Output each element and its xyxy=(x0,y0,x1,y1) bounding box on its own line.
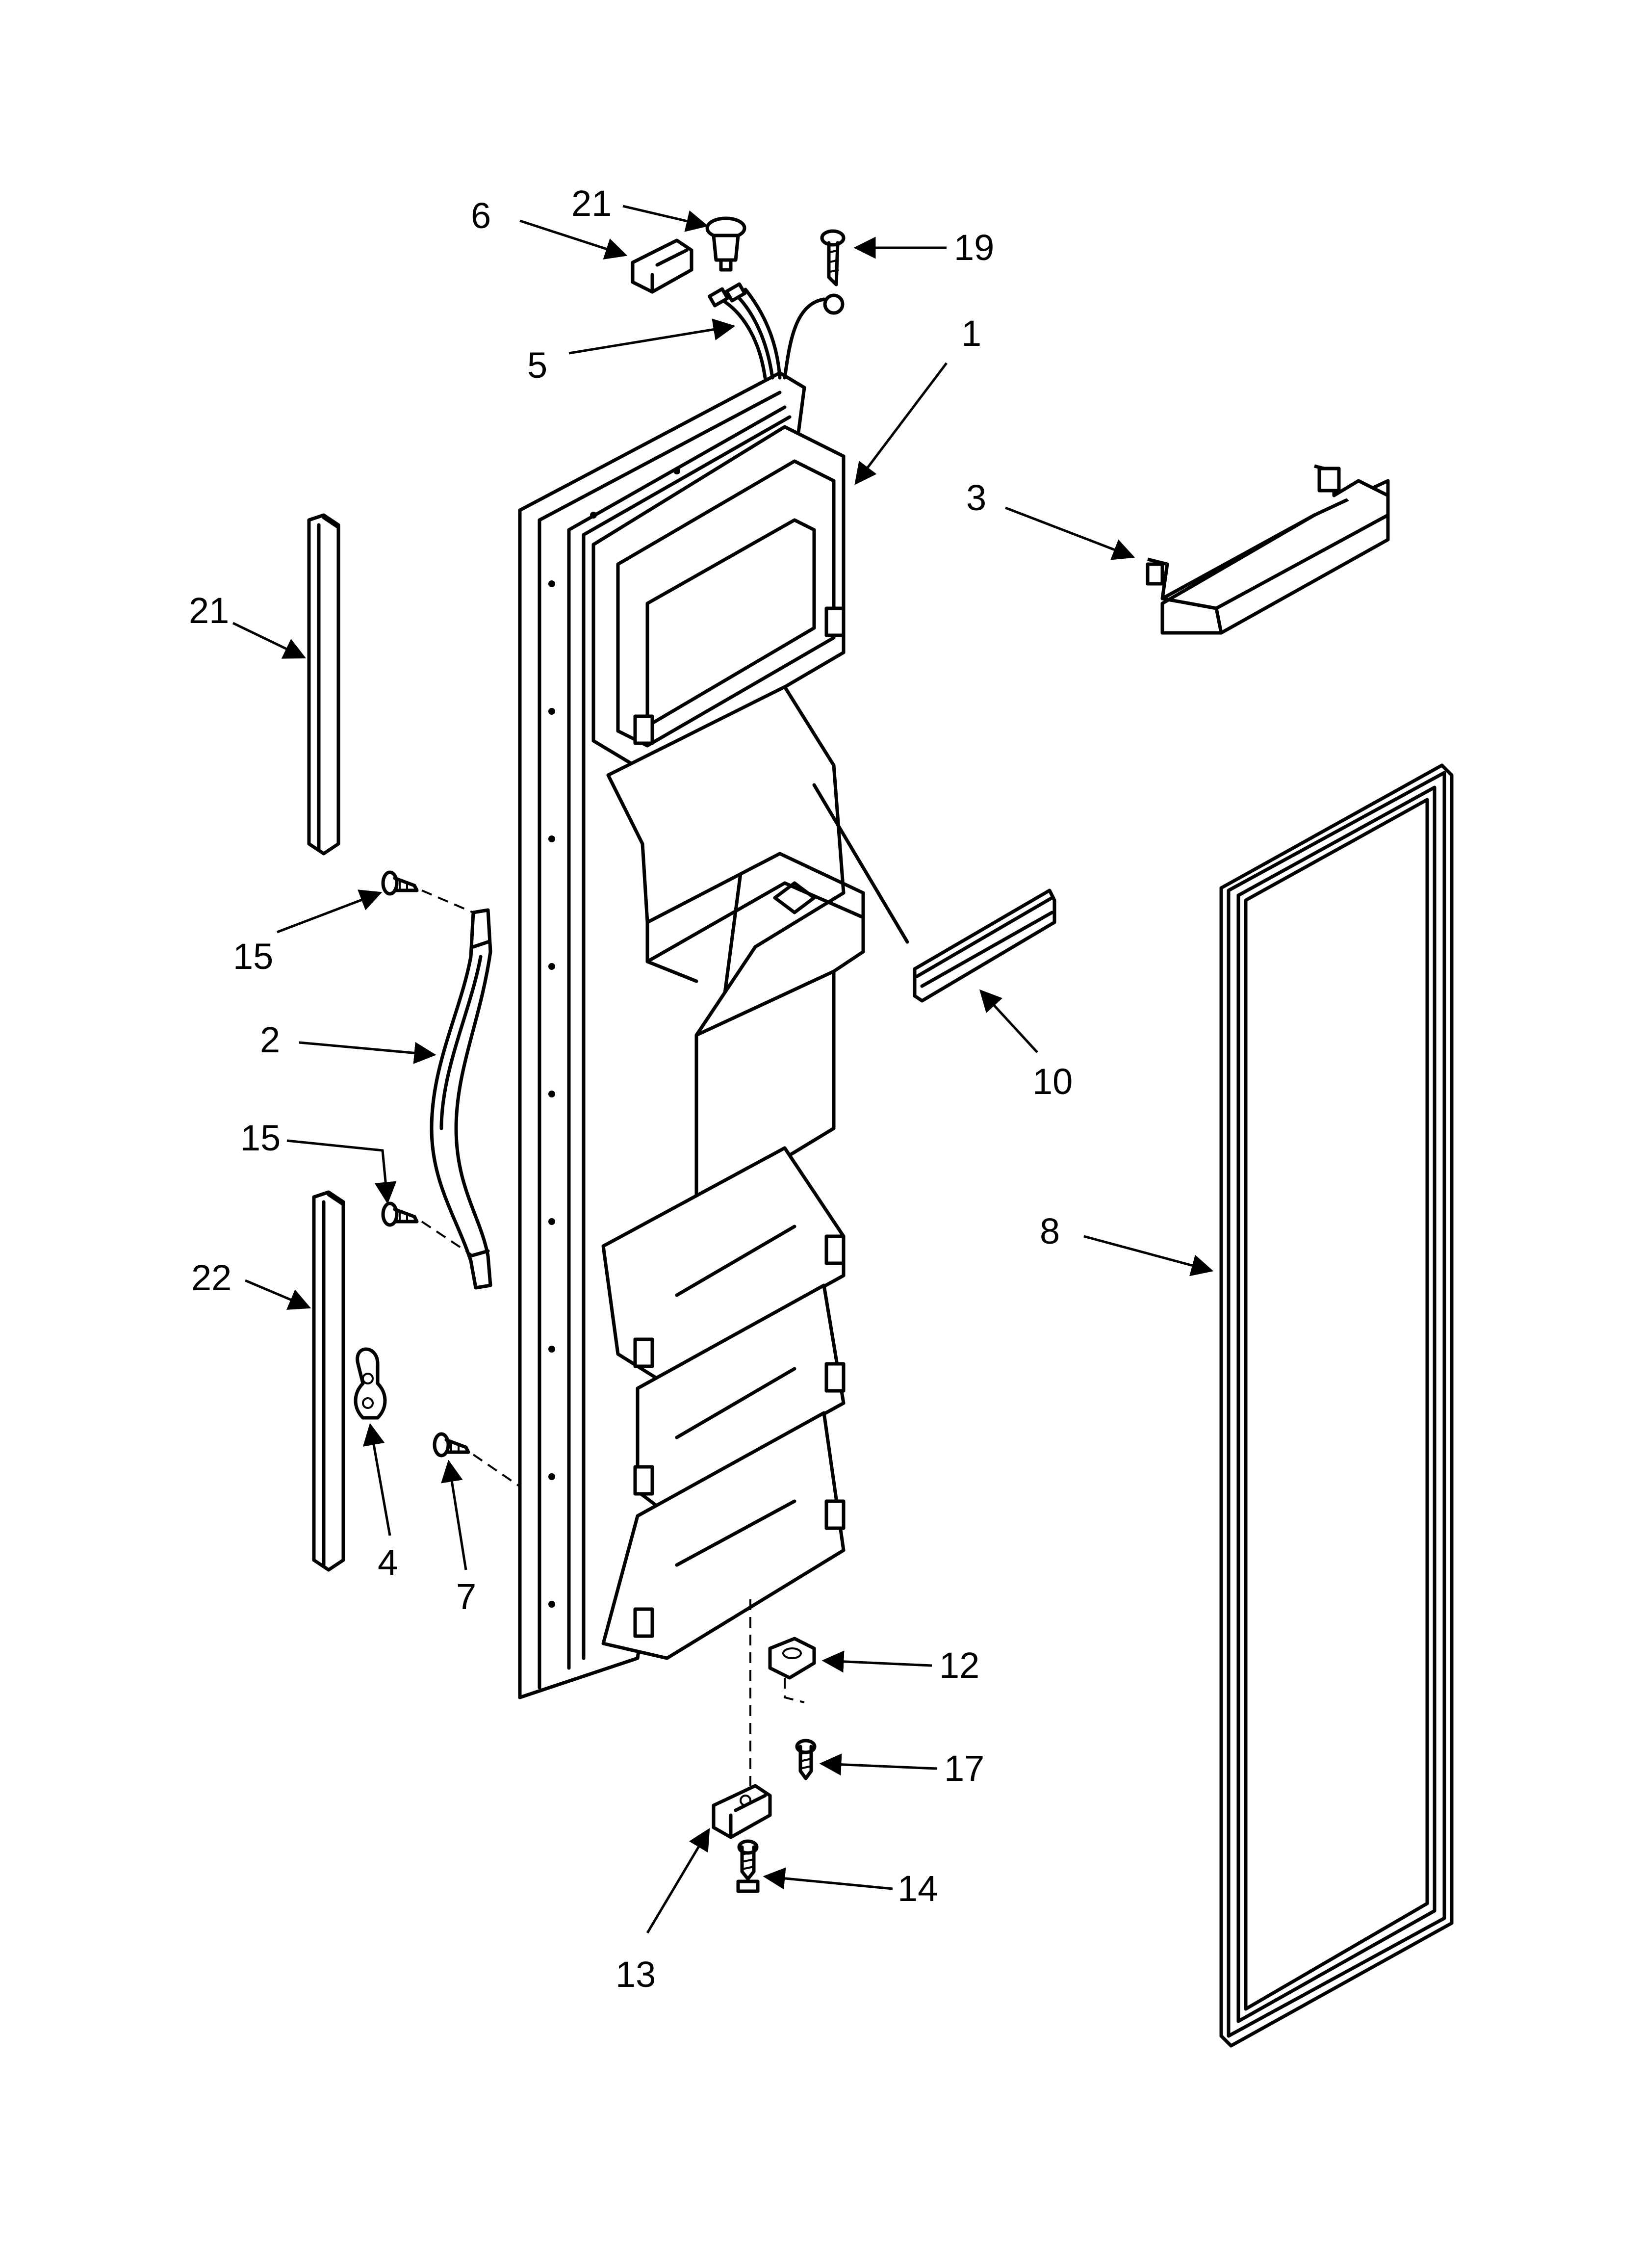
door-bin-1 xyxy=(601,1146,846,1381)
ground-screw xyxy=(820,229,846,287)
door-bin-2 xyxy=(633,1283,846,1508)
callout-labels: 6 21 19 5 1 3 21 15 2 15 22 4 7 10 8 12 … xyxy=(189,183,1073,1995)
callout-7: 7 xyxy=(456,1576,476,1617)
callout-3: 3 xyxy=(966,477,986,518)
trim-strip-upper xyxy=(307,513,340,856)
callout-1: 1 xyxy=(961,313,981,354)
wire-harness xyxy=(708,282,845,380)
callout-10: 10 xyxy=(1032,1061,1073,1102)
leader-1 xyxy=(854,362,948,485)
callout-12: 12 xyxy=(939,1645,979,1686)
leader-5 xyxy=(568,318,736,355)
door-assembly xyxy=(518,371,909,1699)
leader-2 xyxy=(299,1041,436,1064)
hinge-screw xyxy=(736,1839,760,1893)
bushing-screw xyxy=(795,1739,817,1780)
leader-8 xyxy=(1083,1235,1214,1277)
callout-18: 21 xyxy=(571,183,612,224)
handle-screw-upper xyxy=(381,870,474,913)
callout-6: 6 xyxy=(471,195,491,236)
callout-4: 4 xyxy=(378,1542,398,1583)
leader-4 xyxy=(362,1423,391,1536)
leader-6 xyxy=(519,219,628,260)
leader-14 xyxy=(646,1828,710,1934)
switch-part xyxy=(631,238,693,294)
lower-hinge xyxy=(712,1599,772,1839)
door-bin-3 xyxy=(601,1411,846,1660)
trim-strip-lower xyxy=(312,1190,345,1572)
callout-14: 13 xyxy=(616,1954,656,1995)
door-gasket xyxy=(1219,763,1454,2048)
leader-21 xyxy=(232,622,307,659)
callout-15a: 15 xyxy=(233,936,273,977)
plug-part xyxy=(705,216,746,272)
callout-22: 22 xyxy=(191,1257,231,1298)
callout-15b: 15 xyxy=(240,1118,281,1158)
leader-3 xyxy=(1005,506,1135,560)
leader-7 xyxy=(441,1460,467,1570)
trim-clip xyxy=(354,1347,387,1420)
leader-13 xyxy=(763,1867,893,1890)
callout-2: 2 xyxy=(260,1019,280,1060)
leader-15a xyxy=(277,889,383,934)
door-shelf-bin xyxy=(1146,464,1390,635)
trim-screw xyxy=(433,1432,521,1487)
dispenser-trim-rail xyxy=(913,888,1056,1003)
callout-17: 17 xyxy=(944,1748,984,1789)
leader-18 xyxy=(622,205,709,232)
callout-5: 5 xyxy=(527,345,547,386)
door-screw-holes xyxy=(548,468,680,1608)
door-handle xyxy=(430,908,492,1290)
leader-17 xyxy=(819,1753,937,1776)
leader-12 xyxy=(821,1650,932,1673)
leader-10 xyxy=(979,989,1038,1053)
leader-22 xyxy=(245,1279,311,1310)
hinge-bushing xyxy=(768,1637,816,1703)
callout-19: 19 xyxy=(954,227,994,268)
callout-8: 8 xyxy=(1040,1211,1060,1251)
callout-13: 14 xyxy=(898,1868,938,1909)
callout-21: 21 xyxy=(189,590,229,631)
leader-lines xyxy=(232,205,1214,1934)
leader-15b xyxy=(286,1139,397,1204)
